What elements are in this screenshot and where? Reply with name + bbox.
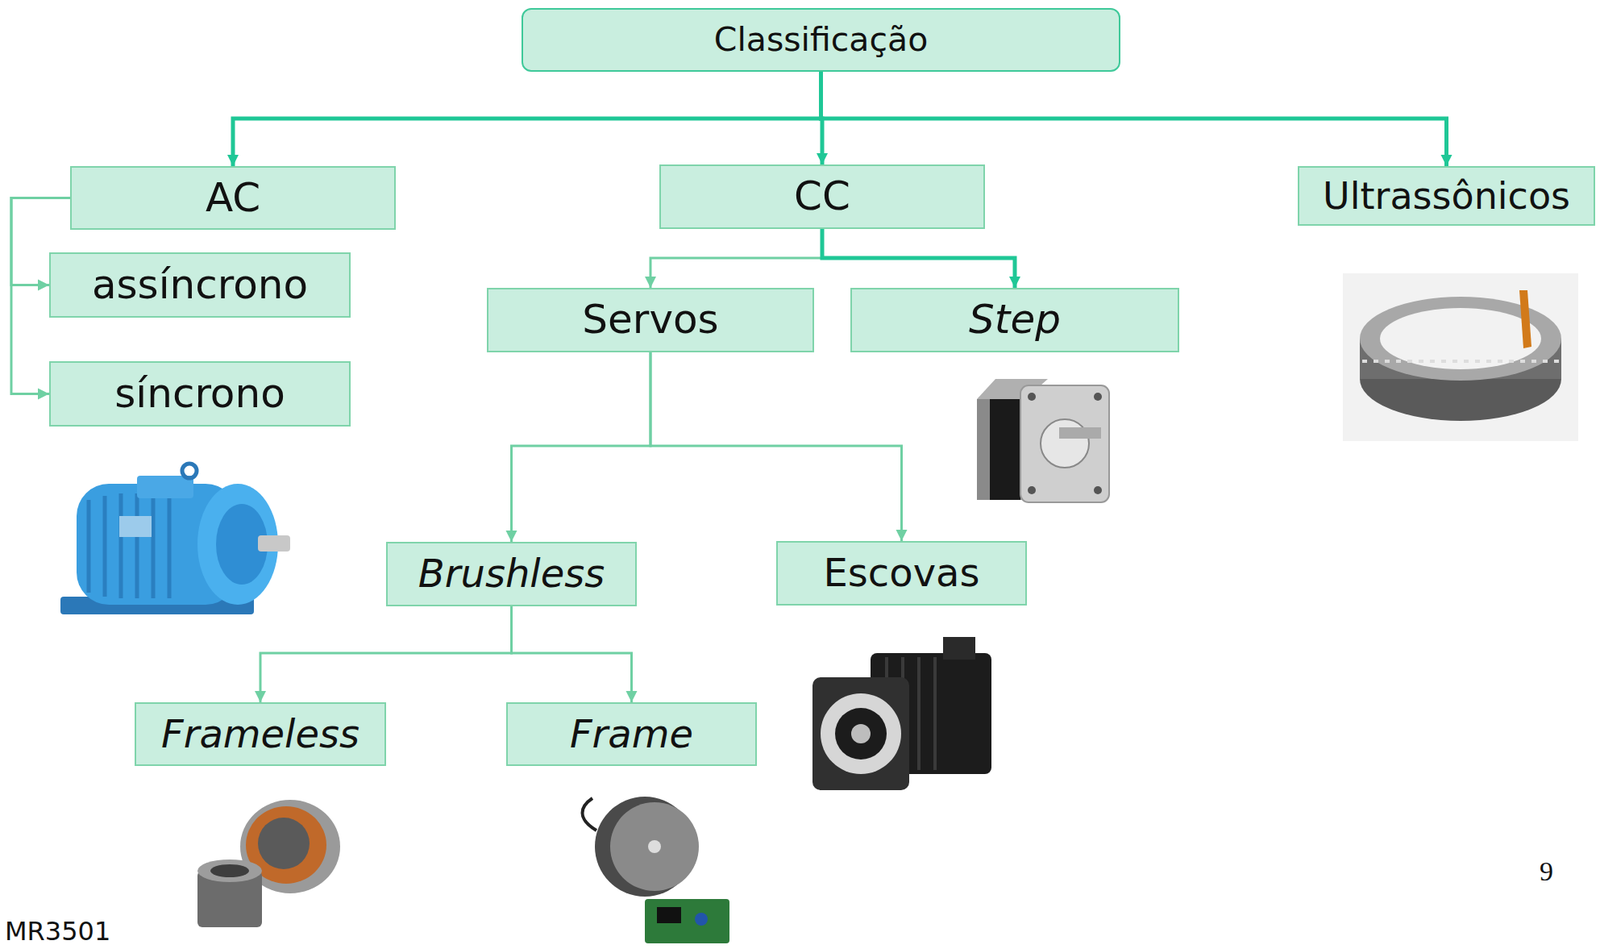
box-label: CC — [793, 173, 851, 221]
ac-motor-picture — [60, 463, 291, 615]
box-label: Brushless — [418, 551, 605, 596]
connector — [822, 228, 1021, 288]
connector — [506, 352, 652, 542]
type-box: Frame — [506, 702, 757, 766]
connector-line — [260, 606, 512, 703]
box-label: síncrono — [114, 370, 285, 418]
course-code: MR3501 — [4, 915, 111, 947]
arrow-head — [227, 154, 239, 167]
box-label: Frame — [569, 711, 694, 757]
type-box: Escovas — [776, 540, 1027, 606]
connector — [650, 352, 908, 541]
type-box: síncrono — [49, 361, 351, 427]
box-label: Step — [968, 296, 1061, 344]
arrow-head — [644, 276, 657, 288]
connector-line — [650, 352, 902, 541]
box-label: Servos — [581, 296, 719, 344]
frame-motor-picture — [582, 796, 731, 944]
servo-motor-picture — [812, 636, 992, 790]
arrow-head — [1441, 154, 1453, 167]
category-box: CC — [659, 164, 985, 229]
connector-line — [650, 228, 823, 288]
box-label: Escovas — [823, 550, 981, 595]
connector — [227, 71, 822, 167]
connector-line — [822, 228, 1015, 288]
box-label: assíncrono — [91, 261, 308, 309]
connector — [644, 228, 823, 288]
ultrasonic-motor-picture — [1342, 273, 1579, 441]
connector — [254, 606, 512, 703]
arrow-head — [37, 279, 50, 291]
box-label: Classificação — [714, 20, 929, 59]
box-label: AC — [205, 174, 261, 222]
arrow-head — [506, 530, 518, 542]
connector-line — [232, 71, 822, 167]
connector-line — [511, 352, 652, 542]
type-box: Frameless — [134, 702, 387, 766]
category-box: Ultrassônicos — [1297, 166, 1596, 226]
frameless-motor-picture — [197, 799, 341, 927]
type-box: Servos — [486, 287, 815, 353]
type-box: assíncrono — [49, 252, 351, 318]
connector-line — [821, 71, 1447, 167]
page-number: 9 — [1539, 856, 1554, 887]
arrow-head — [254, 690, 266, 703]
arrow-head — [1009, 276, 1021, 288]
connector-line — [511, 606, 632, 703]
arrow-head — [37, 388, 50, 400]
connector — [511, 606, 638, 703]
connector — [821, 71, 1453, 167]
root-box: Classificação — [521, 8, 1121, 72]
arrow-head — [816, 153, 828, 165]
type-box: Brushless — [386, 541, 637, 607]
arrow-head — [896, 529, 908, 541]
box-label: Ultrassônicos — [1322, 174, 1571, 218]
box-label: Frameless — [161, 711, 360, 757]
arrow-head — [626, 690, 638, 703]
stepper-motor-picture — [976, 378, 1110, 503]
category-box: AC — [70, 166, 396, 230]
type-box: Step — [850, 287, 1180, 353]
